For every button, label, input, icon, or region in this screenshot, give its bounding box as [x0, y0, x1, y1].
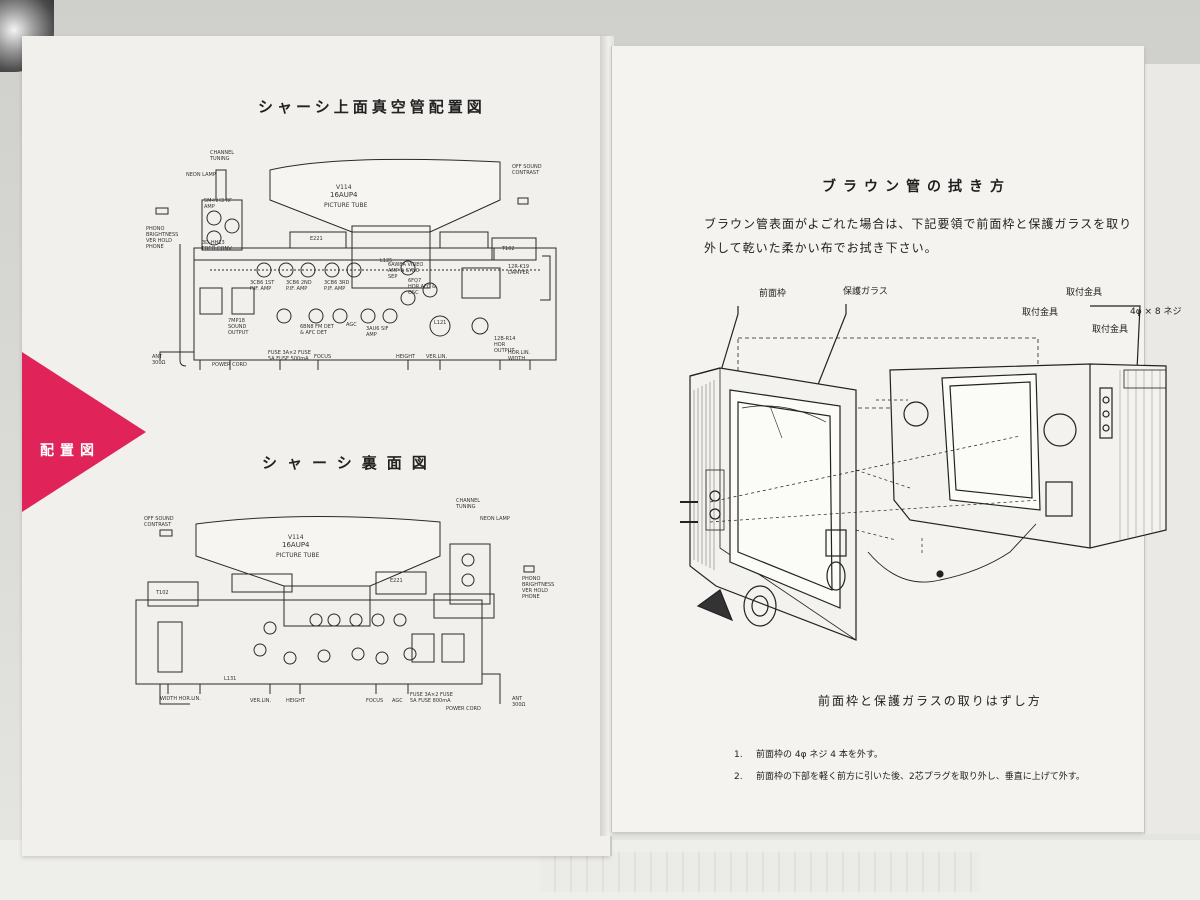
bracket-callout-right: 取付金具	[1092, 325, 1129, 335]
top-power-cord-label: POWER CORD	[212, 362, 247, 368]
top-t102-label: T102	[502, 246, 515, 252]
top-tube-label-7: 3CB6 3RD P.IF. AMP	[324, 280, 350, 292]
section-tab-label: 配置図	[40, 443, 100, 459]
top-neon-lamp-label: NEON LAMP	[186, 172, 216, 178]
bottom-agc-label: AGC	[392, 698, 403, 704]
top-tube-label-11: 5M-HH3 RF AMP	[204, 198, 232, 210]
top-off-sound-contrast-label: OFF SOUND CONTRAST	[512, 164, 542, 176]
top-l121-label: L121	[434, 320, 447, 326]
step-item: 2.前面枠の下部を軽く前方に引いた後、2芯プラグを取り外し、垂直に上げて外す。	[734, 772, 1085, 782]
bottom-t102-label: T102	[156, 590, 169, 596]
book-gutter	[600, 36, 614, 836]
bottom-tube-type: 16AUP4	[282, 541, 310, 549]
step-item: 1.前面枠の 4φ ネジ 4 本を外す。	[734, 750, 883, 760]
top-tube-label-3: 12R-K19 DAMPER	[508, 264, 530, 276]
cleaning-intro: ブラウン管表面がよごれた場合は、下記要領で前面枠と保護ガラスを取り外して乾いた柔…	[704, 217, 1133, 255]
top-tube-label-8: 6BN8 FM DET & AFC DET	[300, 324, 334, 336]
bottom-chassis-diagram: V114 16AUP4 PICTURE TUBE CHANNEL TUNING …	[120, 494, 560, 724]
bottom-tube-name: V114	[288, 534, 304, 541]
protective-glass-callout: 保護ガラス	[843, 287, 888, 297]
top-tube-label-4: 7MP18 SOUND OUTPUT	[228, 318, 249, 336]
top-diagram-heading: シャーシ上面真空管配置図	[258, 98, 486, 116]
bottom-focus-label: FOCUS	[366, 698, 384, 704]
bottom-off-sound-contrast-label: OFF SOUND CONTRAST	[144, 516, 174, 528]
tv-disassembly-illustration	[680, 290, 1176, 670]
bracket-callout-left: 取付金具	[1022, 308, 1059, 318]
top-tube-label-10: 12B-R14 HOR OUTPUT	[494, 336, 516, 354]
bottom-ver-lin-label: VER.LIN.	[250, 698, 272, 704]
top-height-label: HEIGHT	[396, 354, 416, 360]
bottom-neon-lamp-label: NEON LAMP	[480, 516, 510, 522]
top-agc-label: AGC	[346, 322, 357, 328]
bracket-callout-top: 取付金具	[1066, 288, 1103, 298]
top-tube-caption: PICTURE TUBE	[324, 202, 368, 209]
bottom-width-label: WIDTH HOR.LIN.	[160, 696, 201, 702]
bottom-tube-caption: PICTURE TUBE	[276, 552, 320, 559]
bottom-phono-label: PHONO BRIGHTNESS VER HOLD PHONE	[522, 576, 555, 600]
bottom-fuse-label: FUSE 3A×2 FUSE 5A FUSE 800mA	[410, 692, 453, 704]
top-e221-label: E221	[310, 236, 323, 242]
bottom-e221-label: E221	[390, 578, 403, 584]
top-hor-lin-label: HOR.LIN. WIDTH	[508, 350, 531, 362]
bottom-l131-label: L131	[224, 676, 237, 682]
top-tube-label-2: 6FQ7 HOR.AFC & OSC	[408, 278, 436, 296]
cleaning-title: ブラウン管の拭き方	[822, 179, 1011, 195]
top-ant-label: ANT 300Ω	[152, 354, 166, 366]
screw-callout: 4φ × 8 ネジ	[1130, 307, 1182, 317]
top-ver-lin-label: VER.LIN.	[426, 354, 448, 360]
bottom-diagram-heading: シャーシ裏面図	[262, 454, 437, 472]
top-tube-type: 16AUP4	[330, 191, 358, 199]
top-channel-tuning-label: CHANNEL TUNING	[210, 150, 235, 162]
top-tube-label-5: 3CB6 1ST P.IF. AMP	[250, 280, 275, 292]
bottom-ant-label: ANT 300Ω	[512, 696, 526, 708]
removal-caption: 前面枠と保護ガラスの取りはずし方	[818, 694, 1042, 708]
top-focus-label: FOCUS	[314, 354, 332, 360]
top-tube-label-9: 3AU6 SIF AMP	[366, 326, 389, 338]
top-tube-label-1: 6AW8A VIDEO AMP & SYNC SEP	[388, 262, 424, 280]
bottom-channel-tuning-label: CHANNEL TUNING	[456, 498, 481, 510]
bottom-power-cord-label: POWER CORD	[446, 706, 481, 712]
removal-steps: 1.前面枠の 4φ ネジ 4 本を外す。 2.前面枠の下部を軽く前方に引いた後、…	[734, 744, 1085, 788]
top-tube-label-6: 3CB6 2ND P.IF. AMP	[286, 280, 312, 292]
bottom-height-label: HEIGHT	[286, 698, 306, 704]
top-phono-label: PHONO BRIGHTNESS VER HOLD PHONE	[146, 226, 179, 250]
section-tab	[22, 352, 146, 512]
top-chassis-diagram: V114 16AUP4 PICTURE TUBE CHANNEL TUNING …	[140, 140, 580, 380]
front-frame-callout: 前面枠	[759, 289, 787, 299]
top-tube-label-12: 3D-HH13 FREQ.CONV	[202, 240, 232, 252]
top-fuse-label: FUSE 3A×2 FUSE 5A FUSE 500mA	[268, 350, 311, 362]
top-l125-label: L125	[380, 258, 393, 264]
top-tube-name: V114	[336, 184, 352, 191]
